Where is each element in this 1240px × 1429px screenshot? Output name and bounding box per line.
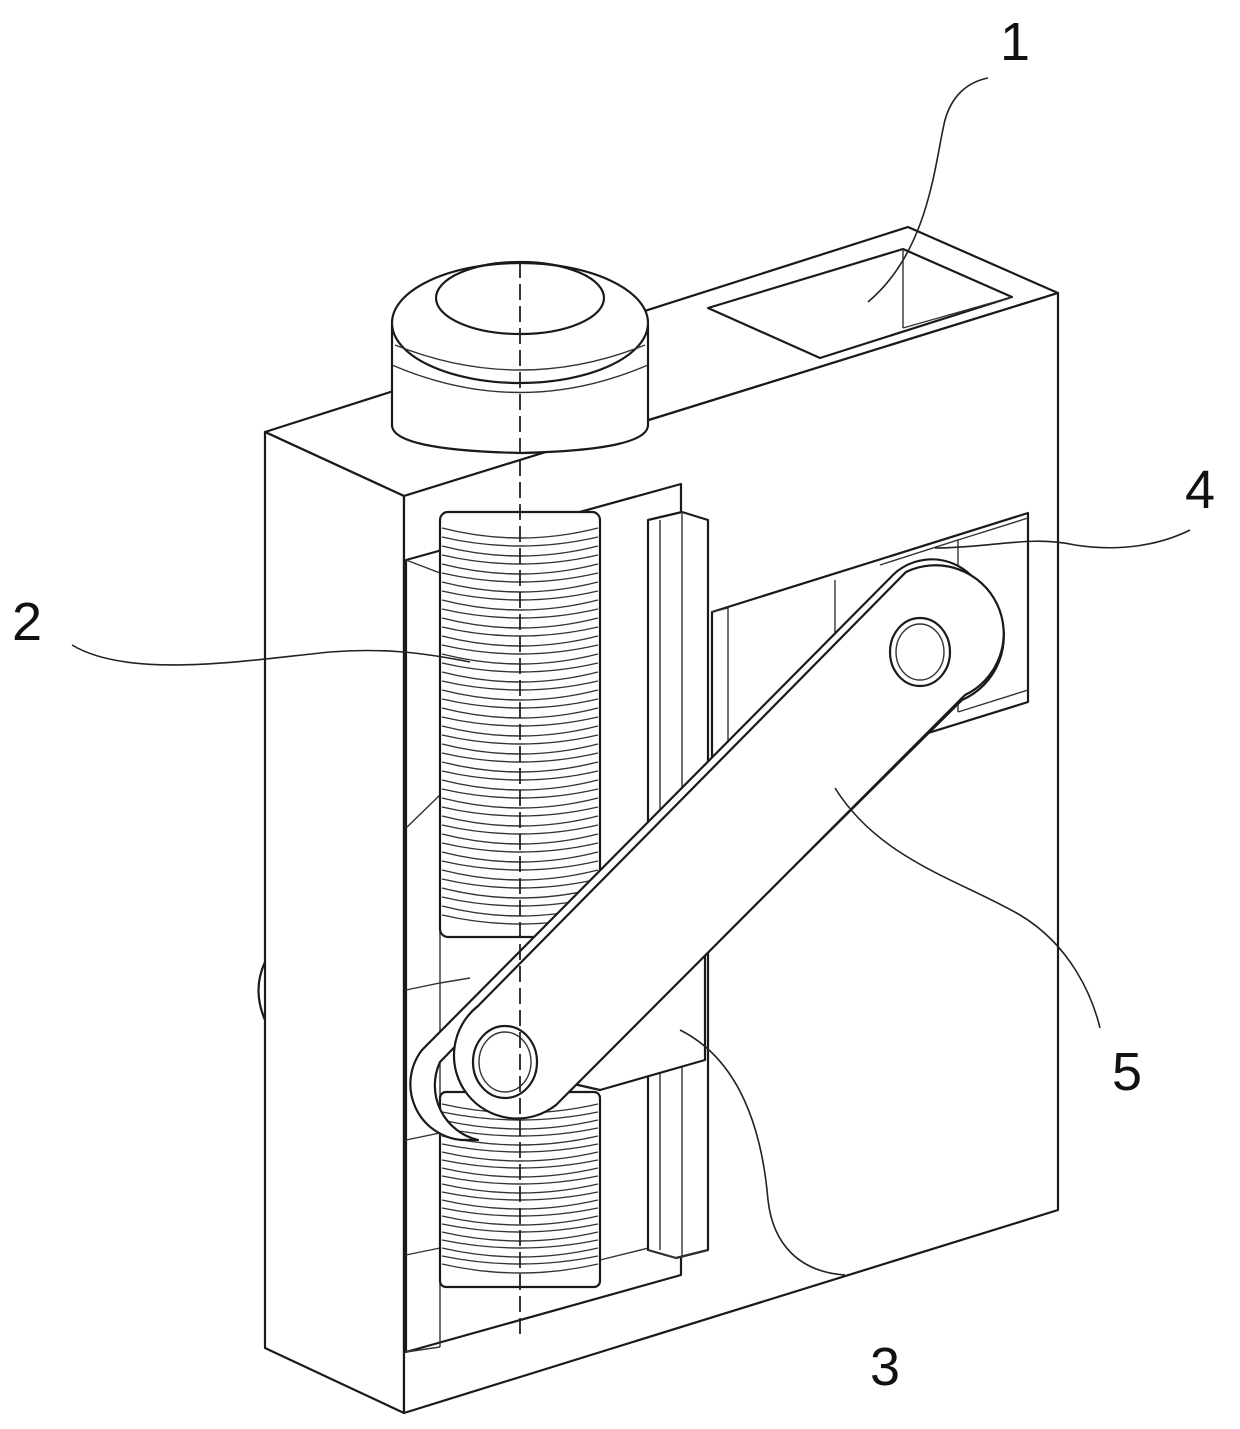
leader-1 [867,77,989,303]
leader-5 [834,787,1101,1029]
label-part-4: 4 [1185,460,1215,520]
leader-4 [934,529,1191,549]
leader-3 [679,1029,846,1276]
label-part-1: 1 [1000,12,1030,72]
leader-lines [71,77,1191,1276]
leader-2 [71,644,471,666]
label-part-5: 5 [1112,1042,1142,1102]
connecting-link [409,558,1005,1142]
label-part-3: 3 [870,1337,900,1397]
label-part-2: 2 [12,592,42,652]
top-opening [706,247,1014,360]
